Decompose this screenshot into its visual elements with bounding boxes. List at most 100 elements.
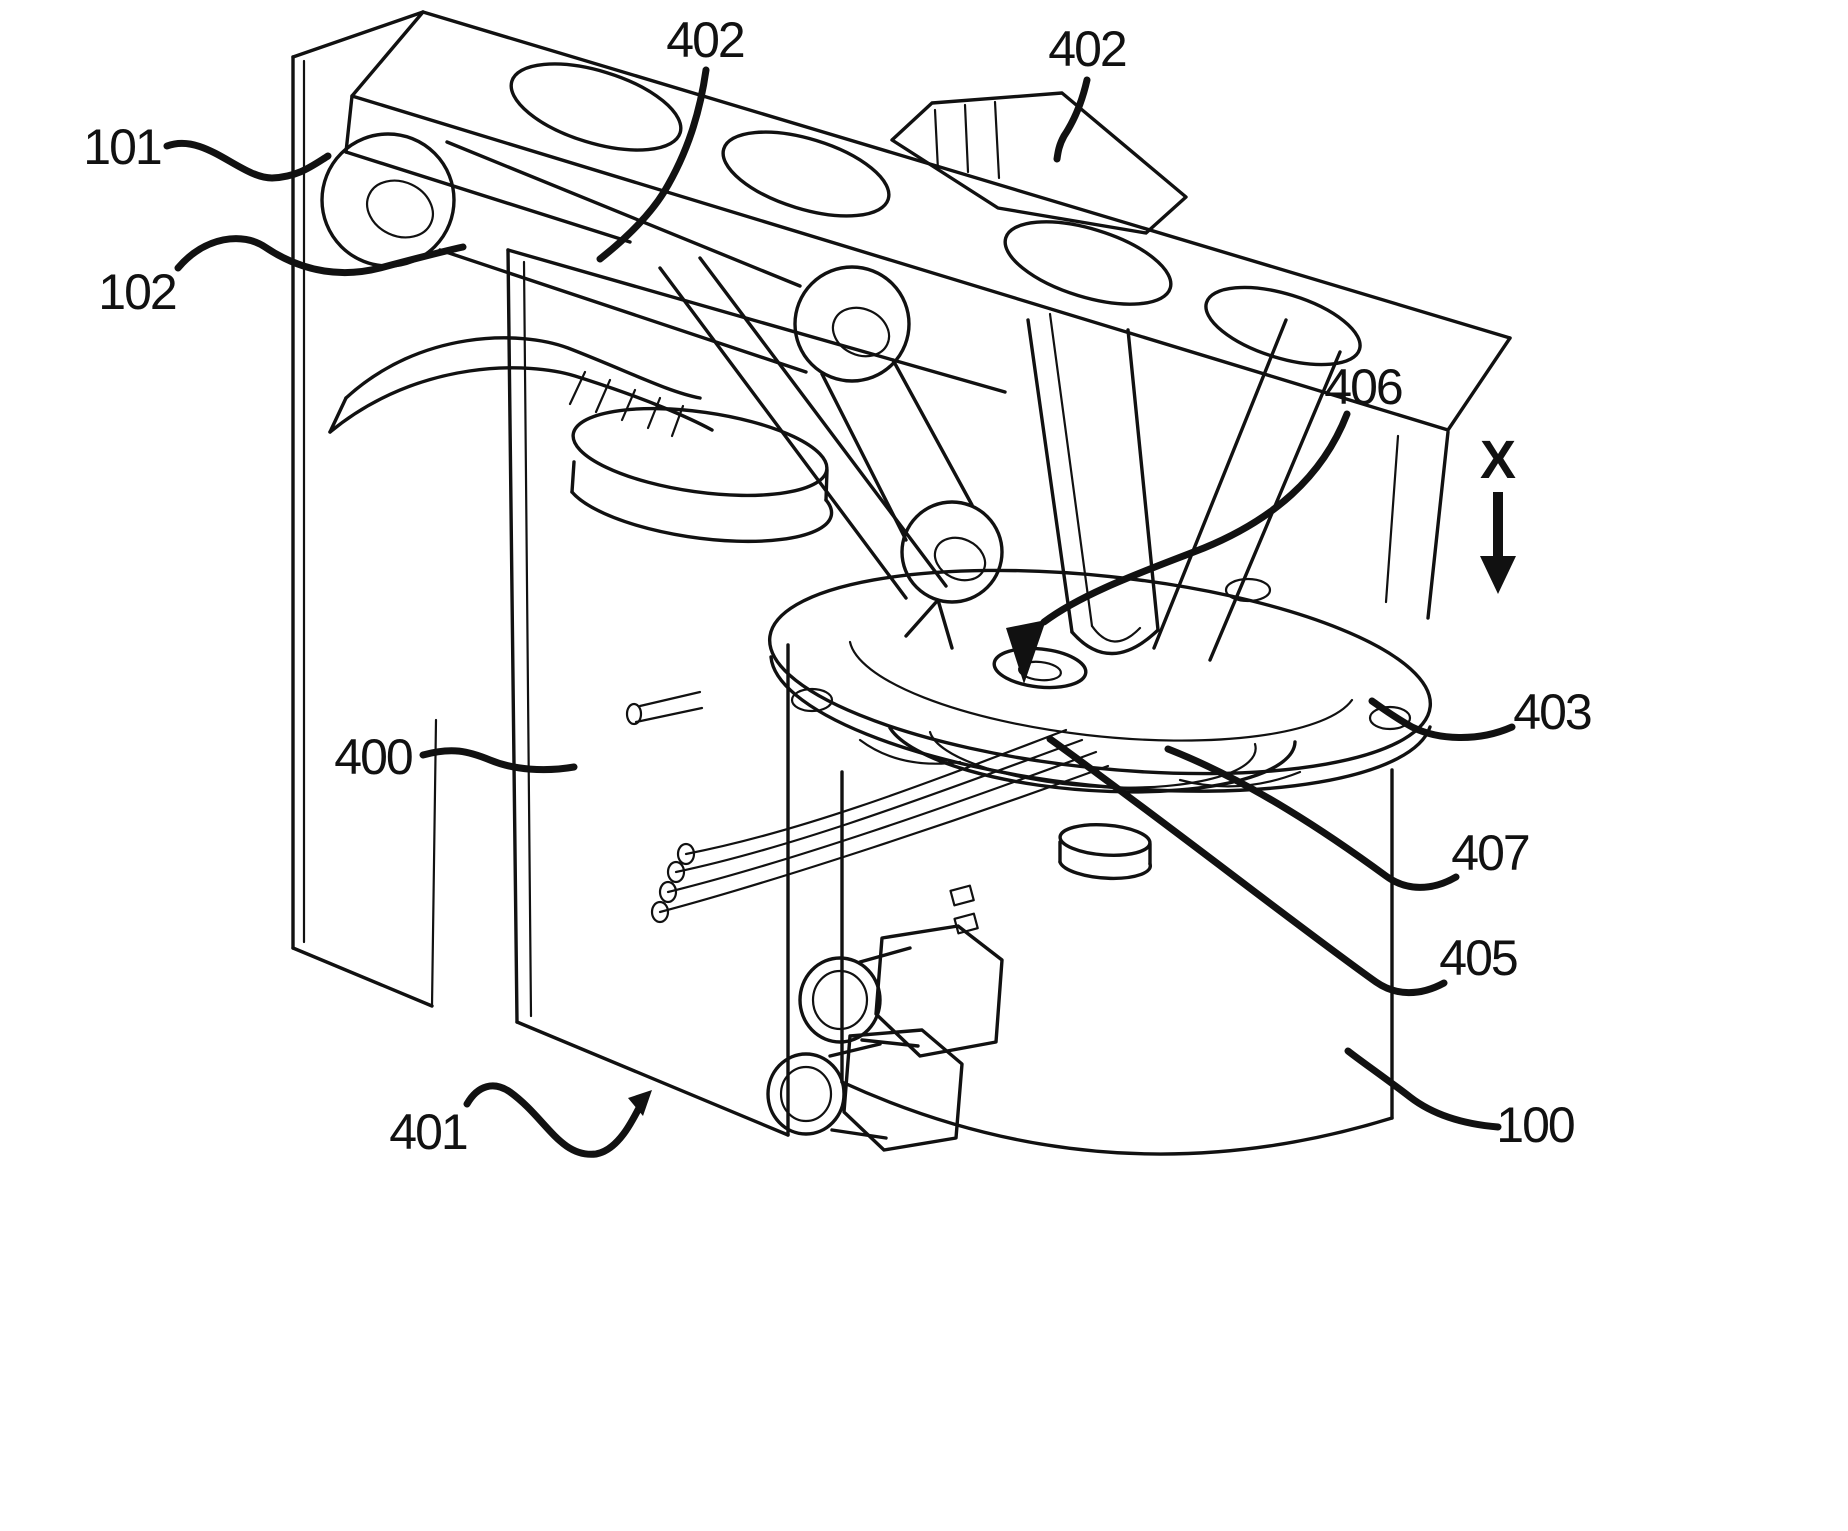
rail-front-bottom-edge — [344, 150, 632, 244]
port-face — [766, 1052, 846, 1136]
leader-406 — [1040, 410, 1351, 626]
label-101: 101 — [83, 119, 161, 175]
label-axis-x: X — [1480, 430, 1516, 490]
port-ring — [992, 646, 1088, 690]
port-cylinder-side — [860, 1038, 920, 1048]
right-strut-outer — [1152, 318, 1288, 650]
boss-bore — [366, 179, 434, 239]
part-port-fittings — [766, 924, 1004, 1152]
plate-bottom-edge — [291, 946, 434, 1008]
leader-lines — [163, 66, 1516, 1158]
leader-102 — [174, 235, 467, 277]
label-405: 405 — [1439, 930, 1517, 986]
harness-tube-end — [676, 842, 696, 866]
connector-tube — [638, 690, 702, 708]
harness-tube — [658, 764, 1110, 914]
boss-bore — [933, 536, 987, 582]
port-cylinder-side — [858, 946, 912, 964]
hatch-line — [594, 378, 612, 414]
pad-bottom — [570, 490, 834, 544]
channel-edge — [1026, 318, 1074, 634]
flange-rim-top — [767, 568, 1433, 776]
leader-101 — [163, 140, 332, 182]
block-tab — [963, 103, 970, 174]
axis-arrowhead — [1480, 556, 1516, 594]
label-100: 100 — [1496, 1097, 1574, 1153]
boss-hole — [320, 132, 456, 268]
channel-edge — [1126, 328, 1160, 632]
part-left-plate — [291, 10, 438, 1008]
link-top-edge — [891, 358, 974, 507]
part-pivot-arm — [320, 132, 1004, 604]
spigot-bottom — [1058, 860, 1152, 881]
leader-400 — [419, 747, 578, 774]
bolt-bump — [790, 687, 834, 713]
part-front-plate — [506, 248, 1007, 1137]
spigot-top — [1058, 823, 1152, 857]
plate400-inner-line — [522, 260, 533, 1018]
arrowhead-406 — [1006, 620, 1046, 684]
leader-403 — [1368, 697, 1516, 741]
flange-rim-bottom — [769, 655, 1432, 793]
axis-arrow — [1480, 492, 1516, 594]
port-bore — [1017, 660, 1063, 682]
pad-side — [570, 460, 576, 494]
connector-tube — [634, 706, 704, 724]
port-face — [798, 956, 882, 1044]
harness-tube-end — [666, 860, 686, 884]
pad-side — [824, 468, 829, 502]
plate400-left-edge — [506, 248, 519, 1024]
harness-tube-end — [650, 900, 670, 924]
hex-nut — [842, 1028, 964, 1152]
hex-nut — [874, 924, 1004, 1058]
bolt-bump — [1368, 705, 1412, 731]
tower-right-face — [1426, 430, 1450, 620]
leader-100 — [1344, 1047, 1502, 1131]
label-403: 403 — [1513, 684, 1591, 740]
rail-hole — [1204, 285, 1362, 367]
part-wiring-harness — [625, 690, 1110, 924]
leader-407 — [1164, 745, 1460, 891]
boss-bore — [831, 306, 891, 358]
rail-right-endcap — [1446, 336, 1512, 432]
label-400: 400 — [334, 729, 412, 785]
port-cylinder-side — [830, 1128, 888, 1140]
part-flange — [767, 568, 1433, 793]
arm-bottom-edge — [438, 248, 808, 374]
seal-ring-outer — [888, 726, 1297, 794]
pad-top — [571, 406, 829, 498]
plate-top-edge — [291, 10, 425, 59]
flange-tab — [904, 598, 954, 650]
port-bore — [779, 1065, 833, 1123]
label-102: 102 — [98, 264, 176, 320]
left-strut-outer — [658, 266, 908, 600]
rail-left-endcap — [344, 10, 425, 154]
boss-hole — [900, 500, 1004, 604]
label-402a: 402 — [666, 12, 744, 68]
label-402b: 402 — [1048, 21, 1126, 77]
plate400-bottom-edge — [515, 1020, 790, 1137]
harness-tube — [674, 738, 1084, 874]
reference-labels: 101 102 400 401 402 402 403 405 406 407 … — [83, 12, 1593, 1160]
leader-402b — [1053, 76, 1091, 163]
canister-bottom — [840, 1080, 1394, 1156]
label-406: 406 — [1324, 359, 1402, 415]
port-cylinder-side — [828, 1042, 882, 1058]
hatch-line — [620, 388, 637, 422]
seal-ring-inner — [928, 730, 1257, 789]
leader-402a — [596, 66, 710, 263]
harness-tube — [684, 728, 1068, 856]
bolt-bump — [1224, 577, 1272, 603]
harness-tube — [666, 750, 1098, 894]
channel-edge — [1048, 312, 1094, 628]
rail-hole — [1003, 220, 1173, 306]
block-tab — [933, 108, 940, 172]
flange-inner-rim — [848, 640, 1354, 742]
clip-detail — [949, 884, 975, 907]
connector-end — [625, 702, 643, 726]
block-tab — [993, 100, 1001, 180]
boss-hole — [793, 265, 911, 383]
hatch-line — [646, 396, 662, 430]
